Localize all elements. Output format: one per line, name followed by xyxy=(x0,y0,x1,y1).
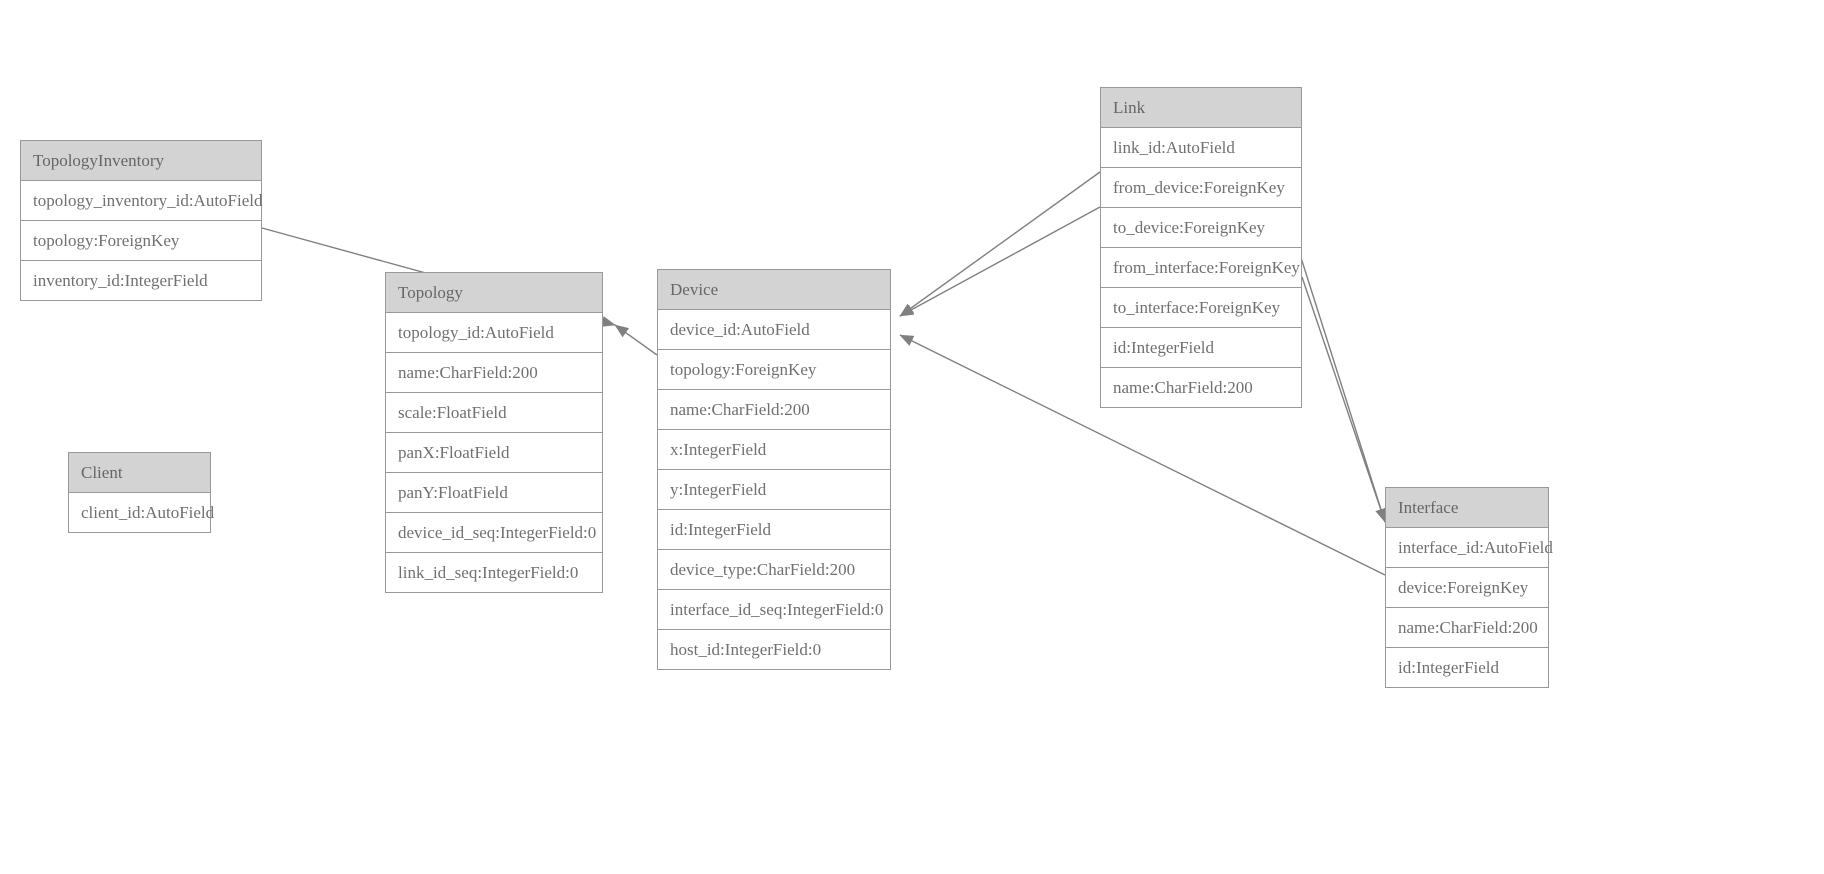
field-row: panY:FloatField xyxy=(386,473,602,513)
field-row: host_id:IntegerField:0 xyxy=(658,630,890,669)
entity-title-topologyinventory: TopologyInventory xyxy=(21,141,261,181)
field-row: interface_id_seq:IntegerField:0 xyxy=(658,590,890,630)
field-row: name:CharField:200 xyxy=(658,390,890,430)
field-row: name:CharField:200 xyxy=(1101,368,1301,407)
field-row: id:IntegerField xyxy=(658,510,890,550)
entity-title-device: Device xyxy=(658,270,890,310)
field-row: interface_id:AutoField xyxy=(1386,528,1553,568)
relationship-edge-link-from-device xyxy=(899,171,1101,317)
entity-title-topology: Topology xyxy=(386,273,602,313)
field-row: x:IntegerField xyxy=(658,430,890,470)
field-row: topology_id:AutoField xyxy=(386,313,602,353)
relationship-edge-device-topology xyxy=(614,324,658,356)
field-row: from_interface:ForeignKey xyxy=(1101,248,1301,288)
field-row: to_interface:ForeignKey xyxy=(1101,288,1301,328)
field-row: y:IntegerField xyxy=(658,470,890,510)
field-row: from_device:ForeignKey xyxy=(1101,168,1301,208)
field-row: to_device:ForeignKey xyxy=(1101,208,1301,248)
field-row: name:CharField:200 xyxy=(386,353,602,393)
entity-title-client: Client xyxy=(69,453,210,493)
entity-title-interface: Interface xyxy=(1386,488,1548,528)
relationship-edge-link-from-interface xyxy=(1295,241,1387,523)
field-row: link_id:AutoField xyxy=(1101,128,1301,168)
relationship-edge-link-to-device xyxy=(899,206,1101,317)
field-row: device:ForeignKey xyxy=(1386,568,1548,608)
field-row: panX:FloatField xyxy=(386,433,602,473)
field-row: id:IntegerField xyxy=(1101,328,1301,368)
field-row: link_id_seq:IntegerField:0 xyxy=(386,553,602,592)
field-row: device_type:CharField:200 xyxy=(658,550,890,590)
entity-field-list-client: client_id:AutoField xyxy=(69,493,214,532)
field-row: id:IntegerField xyxy=(1386,648,1548,687)
field-row: device_id:AutoField xyxy=(658,310,890,350)
field-row: scale:FloatField xyxy=(386,393,602,433)
field-row: inventory_id:IntegerField xyxy=(21,261,261,300)
field-row: topology_inventory_id:AutoField xyxy=(21,181,263,221)
field-row: topology:ForeignKey xyxy=(658,350,890,390)
field-row: name:CharField:200 xyxy=(1386,608,1548,648)
entity-title-link: Link xyxy=(1101,88,1301,128)
field-row: topology:ForeignKey xyxy=(21,221,261,261)
relationship-edge-link-to-interface xyxy=(1301,276,1387,523)
field-row: device_id_seq:IntegerField:0 xyxy=(386,513,602,553)
field-row: client_id:AutoField xyxy=(69,493,214,532)
